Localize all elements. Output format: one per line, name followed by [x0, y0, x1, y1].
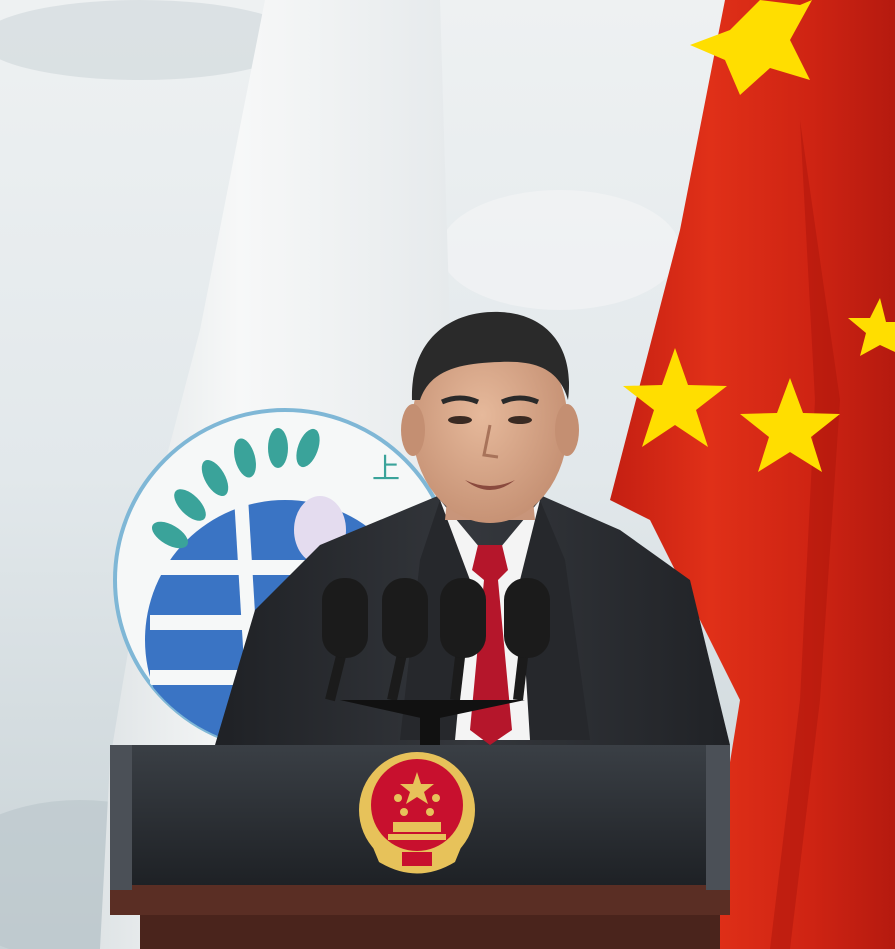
microphone [440, 578, 486, 701]
red-flag [610, 0, 895, 949]
emblem-glyph: 上 [372, 452, 400, 485]
microphone [504, 578, 550, 701]
national-emblem-icon [359, 752, 475, 874]
hair [411, 311, 570, 400]
tie [470, 545, 512, 745]
microphone-array [322, 578, 550, 745]
cloud [0, 0, 300, 80]
flag-star-icon [623, 0, 895, 472]
cloud [440, 190, 680, 310]
right-lapel [520, 500, 590, 740]
left-eye [448, 416, 472, 424]
flag-fold-shadow [770, 120, 840, 949]
left-brow [440, 395, 480, 405]
left-ear [401, 404, 425, 456]
right-ear [555, 404, 579, 456]
microphone [322, 578, 368, 702]
right-eye [508, 416, 532, 424]
right-brow [500, 395, 540, 405]
nose [482, 424, 499, 459]
microphone-base [420, 705, 440, 745]
mouth [465, 480, 515, 490]
microphone [382, 578, 428, 702]
